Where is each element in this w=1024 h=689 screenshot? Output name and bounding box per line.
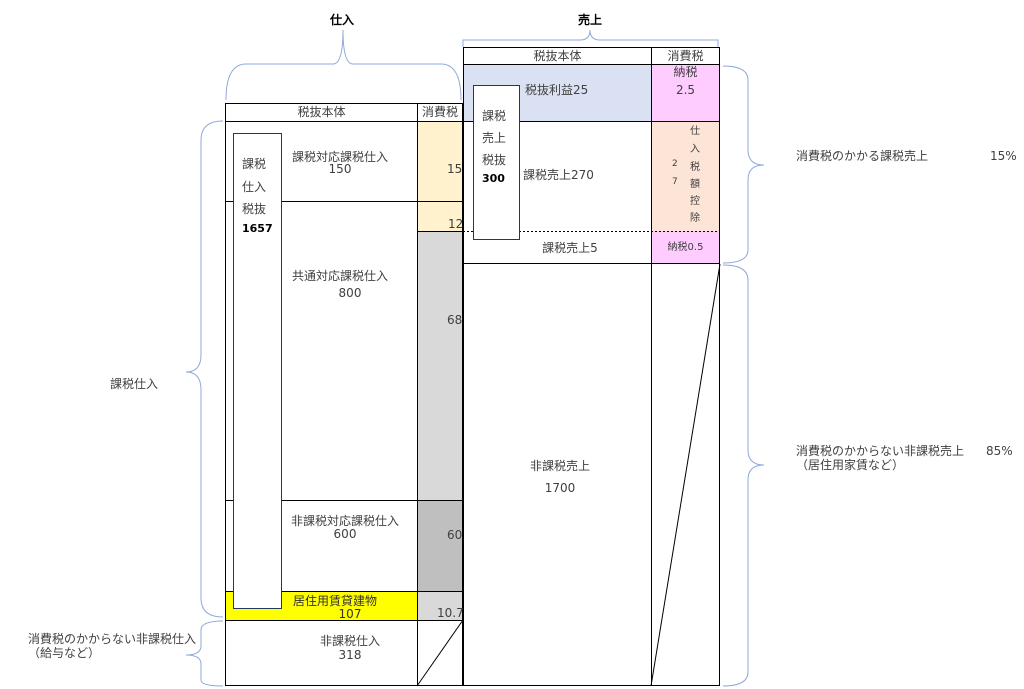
taxable-sales-label: 課税売上270 — [523, 168, 594, 182]
deduct-char: 仕 — [690, 126, 700, 137]
row-tax: 15 — [447, 162, 463, 176]
taxable-purchase-annotation: 課税仕入 — [110, 377, 159, 391]
nontaxable-purchase-annotation: 消費税のかからない非課税仕入 — [28, 632, 197, 646]
purchase-total-line: 課税 — [242, 157, 267, 171]
profit-tax-cell — [651, 64, 719, 121]
sales-col-tax-header: 消費税 — [667, 49, 704, 63]
row-tax: 12 — [448, 217, 464, 231]
deduct-amount: 27 — [672, 159, 678, 187]
row-tax: 10.7 — [437, 606, 464, 620]
row-tax: 68 — [447, 313, 463, 327]
taxable-sales-small-tax: 納税0.5 — [667, 242, 704, 253]
purchase-total-amount: 1657 — [242, 222, 273, 235]
sales-total-line: 税抜 — [482, 153, 507, 167]
deduct-char: 入 — [690, 144, 700, 155]
profit-label: 税抜利益25 — [525, 83, 589, 97]
purchase-total-box: 課税 仕入 税抜 1657 — [233, 133, 282, 609]
row-amount: 318 — [338, 648, 362, 662]
row-tax: 60 — [447, 528, 463, 542]
tax-cell-12 — [417, 201, 462, 231]
sales-header: 売上 — [578, 13, 603, 27]
nontaxable-sales-label: 非課税売上 — [529, 459, 590, 473]
row-name: 非課税対応課税仕入 — [290, 514, 399, 528]
taxable-sales-percent: 15% — [990, 149, 1017, 163]
small-tax-cell — [651, 231, 719, 264]
purchase-col-tax-header: 消費税 — [421, 105, 458, 119]
sales-total-amount: 300 — [482, 172, 505, 185]
deduct-char: 控 — [690, 196, 700, 207]
row-name: 非課税仕入 — [319, 634, 380, 648]
nontaxable-sales-annotation: 消費税のかからない非課税売上 — [796, 444, 965, 458]
taxable-sales-annotation: 消費税のかかる課税売上 — [796, 149, 929, 163]
purchase-total-line: 仕入 — [242, 180, 267, 194]
tax-cell-68 — [417, 231, 462, 500]
purchase-col-body-header: 税抜本体 — [297, 105, 346, 119]
row-name: 課税対応課税仕入 — [291, 150, 388, 164]
tax-cell-60 — [417, 500, 462, 591]
sales-total-box: 課税 売上 税抜 300 — [473, 85, 520, 240]
taxable-sales-small-label: 課税売上5 — [542, 241, 598, 255]
row-amount: 150 — [328, 162, 352, 176]
purchase-header: 仕入 — [330, 13, 355, 27]
row-amount: 600 — [333, 527, 357, 541]
row-name: 居住用賃貸建物 — [292, 594, 377, 608]
row-amount: 800 — [338, 286, 362, 300]
deduct-char: 税 — [690, 162, 700, 173]
purchase-total-line: 税抜 — [242, 202, 267, 216]
deduct-tax-cell — [651, 121, 719, 231]
sales-total-line: 売上 — [482, 131, 507, 145]
nontaxable-purchase-annotation-note: （給与など） — [28, 646, 101, 660]
deduct-char: 額 — [690, 179, 700, 190]
tax-cell-10-7 — [417, 591, 462, 620]
nontaxable-sales-amount: 1700 — [544, 481, 576, 495]
nontaxable-sales-percent: 85% — [986, 444, 1013, 458]
deduct-char: 除 — [690, 213, 700, 224]
row-name: 共通対応課税仕入 — [291, 269, 388, 283]
profit-tax-value: 2.5 — [675, 83, 696, 97]
profit-tax-label: 納税 — [673, 65, 698, 79]
nontaxable-sales-annotation-note: （居住用家賃など） — [796, 458, 905, 472]
sales-col-body-header: 税抜本体 — [533, 49, 582, 63]
tax-cell-15 — [417, 121, 462, 201]
row-amount: 107 — [338, 607, 362, 621]
sales-total-line: 課税 — [482, 109, 507, 123]
